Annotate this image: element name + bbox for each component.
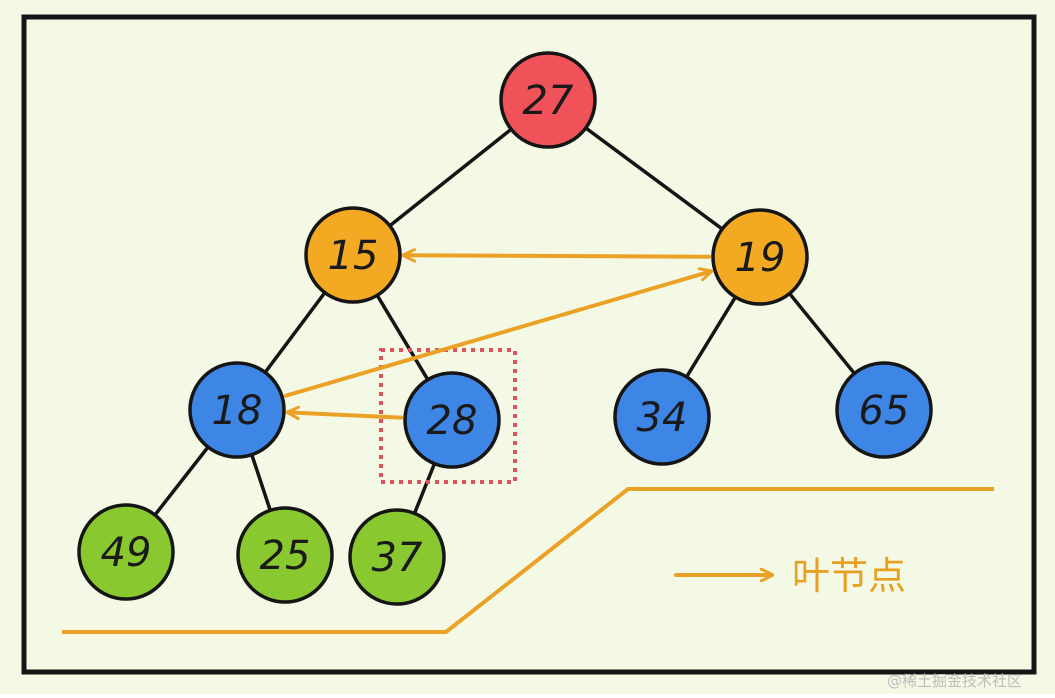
- node-18-label: 18: [212, 388, 263, 434]
- node-25-label: 25: [260, 533, 311, 579]
- watermark: @稀土掘金技术社区: [887, 672, 1022, 690]
- legend: 叶节点: [674, 554, 906, 598]
- leaf-boundary-line: [62, 487, 994, 634]
- node-28-circle: [403, 371, 501, 469]
- node-34-circle: [613, 368, 711, 466]
- node-37: 37: [348, 508, 446, 606]
- node-34: 34: [613, 368, 711, 466]
- node-19-circle: [711, 208, 809, 306]
- arrow-19-to-15: [404, 255, 712, 256]
- tree-nodes: 27 15 19 18 28 34 65 49 25 37: [77, 51, 933, 606]
- node-18-circle: [188, 361, 286, 459]
- node-34-label: 34: [637, 395, 688, 441]
- legend-label: 叶节点: [792, 554, 906, 598]
- node-28-label: 28: [427, 398, 478, 444]
- arrow-28-to-18: [288, 412, 404, 417]
- node-27: 27: [499, 51, 597, 149]
- node-15-label: 15: [328, 233, 379, 279]
- node-15: 15: [304, 206, 402, 304]
- node-37-circle: [348, 508, 446, 606]
- node-65-circle: [835, 361, 933, 459]
- node-65-label: 65: [859, 388, 910, 434]
- node-18: 18: [188, 361, 286, 459]
- node-27-circle: [499, 51, 597, 149]
- diagram-frame: [21, 14, 1037, 675]
- node-65: 65: [835, 361, 933, 459]
- traversal-arrows: [283, 255, 712, 417]
- node-19-label: 19: [735, 235, 786, 281]
- node-19: 19: [711, 208, 809, 306]
- node-37-label: 37: [372, 535, 423, 581]
- node-27-label: 27: [523, 78, 574, 124]
- node-49: 49: [77, 503, 175, 601]
- node-49-label: 49: [101, 530, 152, 576]
- node-49-circle: [77, 503, 175, 601]
- arrow-18-to-19: [283, 271, 711, 398]
- node-15-circle: [304, 206, 402, 304]
- node-25-circle: [236, 506, 334, 604]
- node-25: 25: [236, 506, 334, 604]
- node-28: 28: [403, 371, 501, 469]
